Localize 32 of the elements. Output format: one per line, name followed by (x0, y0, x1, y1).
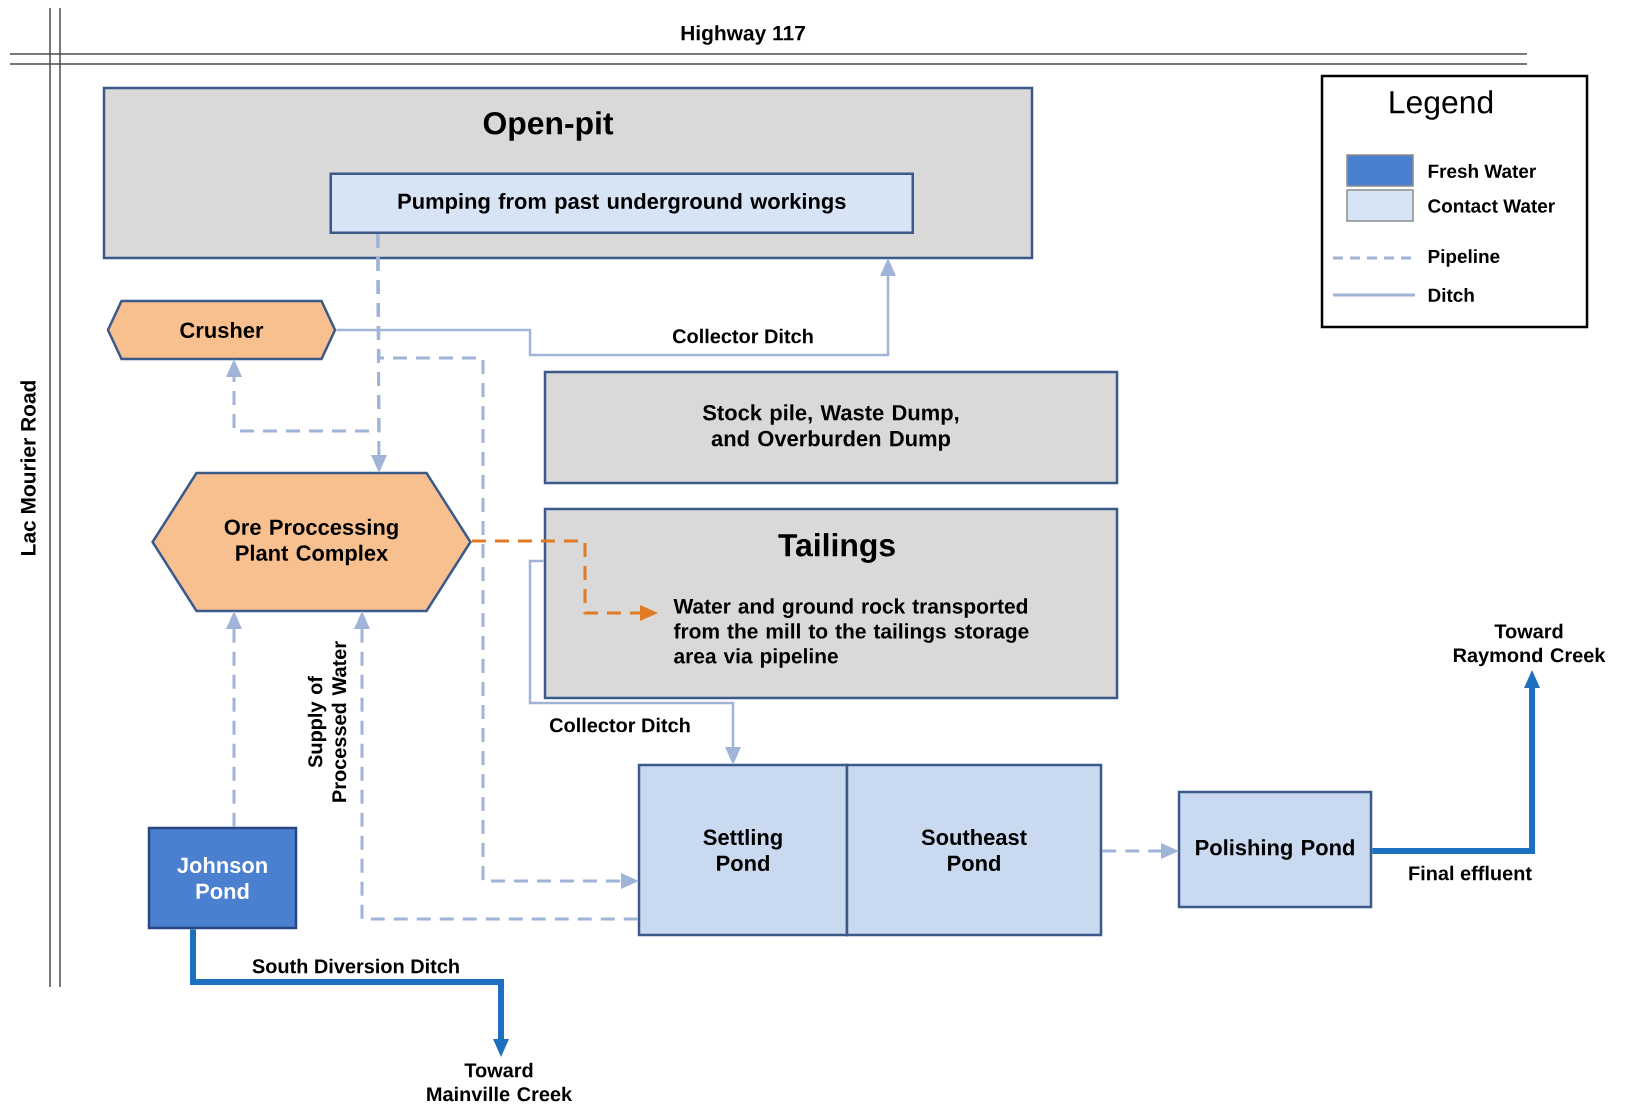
legend-text: Contact Water (1428, 199, 1555, 213)
area-box: Tailings Water and ground rock transported from the mill to the tailings storage area via pipeline (543, 507, 1119, 700)
pipeline-arrow (471, 539, 658, 621)
hexagon-box: Crusher (106, 299, 337, 361)
ditch-arrow (190, 929, 509, 1057)
edge-label: Final effluent (1406, 863, 1534, 883)
legend-text: Fresh Water (1428, 164, 1536, 178)
destination-label: Toward Mainville Creek (427, 1062, 573, 1102)
edge-label: Supply of Processed Water (305, 632, 349, 812)
area-box: Stock pile, Waste Dump, and Overburden Dump (543, 370, 1119, 485)
edge-label: South Diversion Ditch (249, 956, 463, 976)
legend-text: Pipeline (1428, 249, 1500, 267)
legend-text: Ditch (1428, 288, 1474, 302)
pond-box: Polishing Pond (1177, 790, 1373, 909)
process-box: Pumping from past underground workings (329, 172, 914, 234)
edge-label: Collector Ditch (670, 326, 816, 346)
pipeline-arrow (354, 611, 638, 921)
pipeline-arrow (226, 611, 242, 827)
pond-box: Johnson Pond (147, 826, 298, 930)
hexagon-box: Ore Proccessing Plant Complex (151, 471, 472, 613)
ditch-arrow (1372, 670, 1540, 854)
pipeline-arrow (376, 234, 639, 889)
road-label: Highway 117 (681, 25, 805, 45)
edge-label: Collector Ditch (547, 715, 693, 735)
pond-box: Settling Pond (637, 763, 849, 937)
ditch-arrow (336, 258, 896, 357)
pond-box: Southeast Pond (845, 763, 1103, 937)
road-label: Lac Mourier Road (20, 381, 36, 555)
pipeline-arrow (1102, 843, 1179, 859)
legend-title: Legend (1390, 90, 1493, 120)
ditch-arrow (528, 559, 741, 765)
destination-label: Toward Raymond Creek (1453, 623, 1606, 667)
